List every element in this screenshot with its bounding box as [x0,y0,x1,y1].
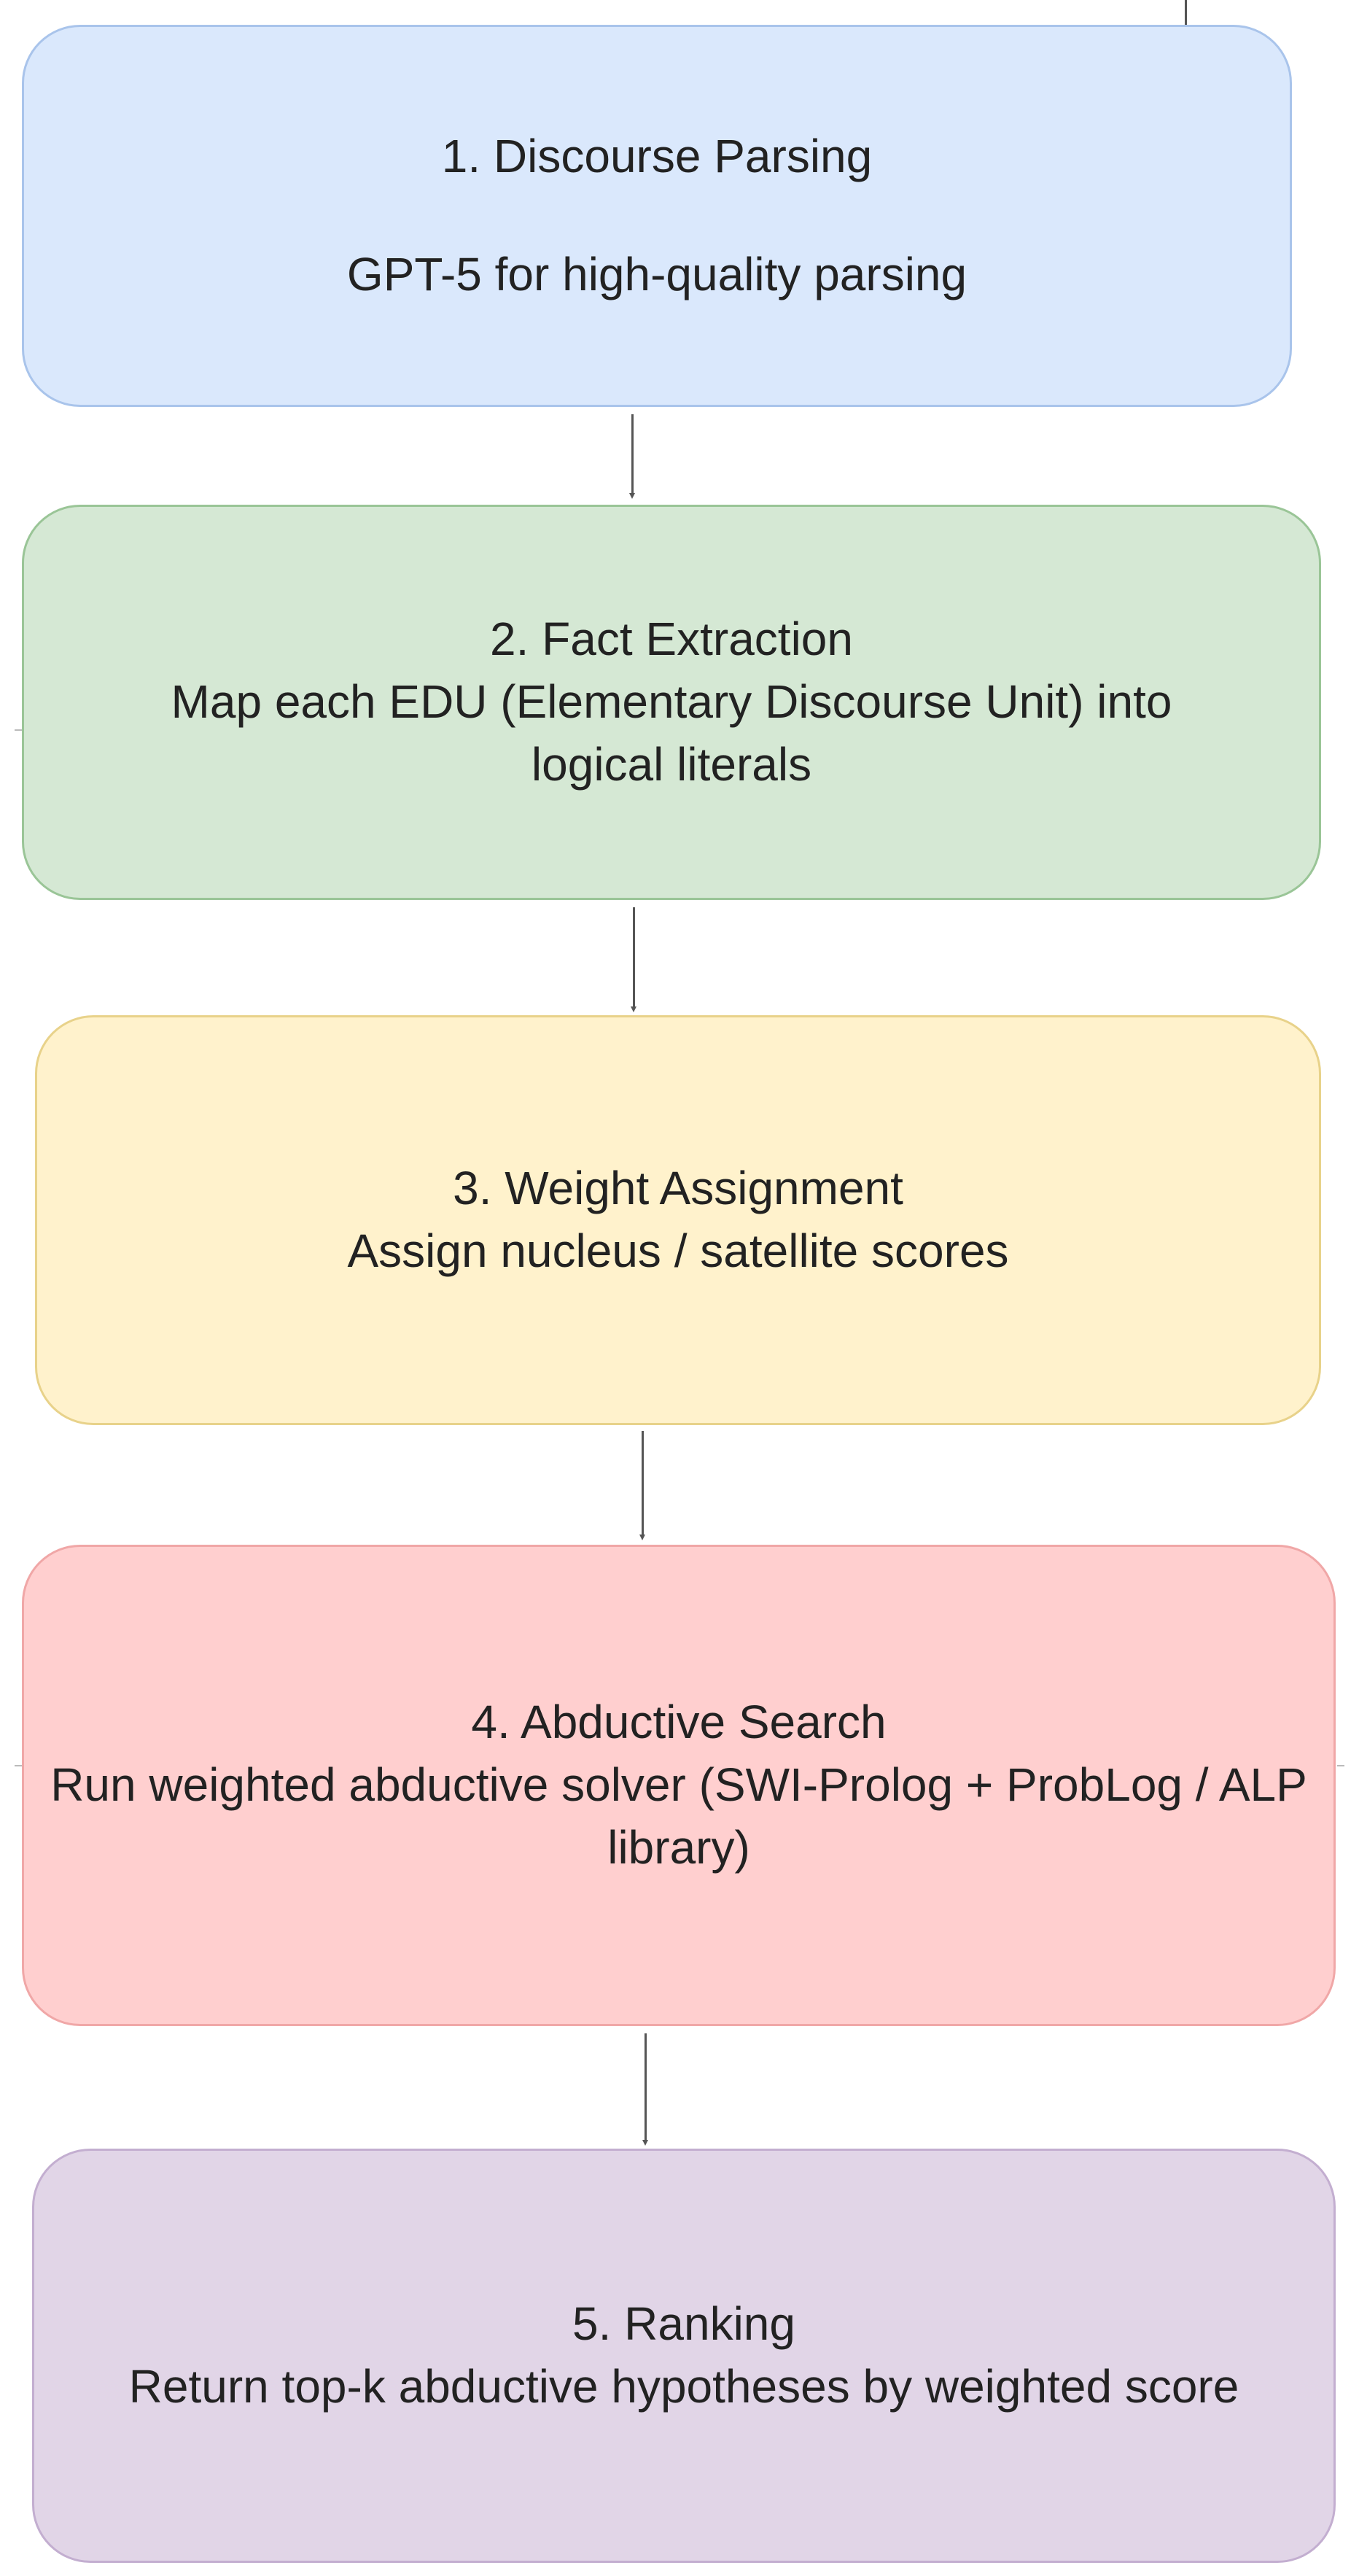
step-discourse-parsing: 1. Discourse Parsing GPT-5 for high-qual… [22,25,1292,407]
edge-tick [15,729,22,731]
step-title: 4. Abductive Search [471,1696,887,1749]
arrow-2-to-3 [631,907,636,1012]
step-description: Run weighted abductive solver (SWI-Prolo… [50,1758,1307,1874]
step-title: 2. Fact Extraction [490,613,853,666]
arrow-1-to-2 [629,414,635,499]
step-description: GPT-5 for high-quality parsing [346,248,967,300]
step-description: Return top-k abductive hypotheses by wei… [128,2360,1239,2413]
step-ranking: 5. Ranking Return top-k abductive hypoth… [32,2149,1336,2563]
arrow-4-to-5 [642,2033,648,2146]
step-description: Assign nucleus / satellite scores [347,1225,1009,1277]
step-abductive-search: 4. Abductive Search Run weighted abducti… [22,1545,1336,2026]
edge-tick [1337,1765,1344,1766]
step-title: 1. Discourse Parsing [441,130,873,183]
edge-tick [15,1765,22,1766]
incoming-connector [1185,0,1187,25]
step-title: 5. Ranking [572,2297,795,2351]
step-fact-extraction: 2. Fact Extraction Map each EDU (Element… [22,505,1321,900]
arrow-3-to-4 [639,1431,645,1540]
step-description: Map each EDU (Elementary Discourse Unit)… [171,675,1172,791]
step-title: 3. Weight Assignment [453,1162,903,1215]
step-weight-assignment: 3. Weight Assignment Assign nucleus / sa… [35,1015,1321,1425]
